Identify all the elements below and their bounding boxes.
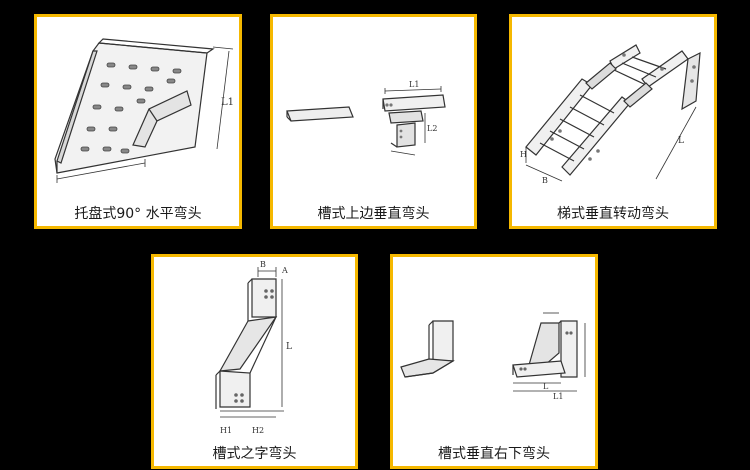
dimension-label-h2: H2 — [252, 426, 264, 435]
tray-horizontal-elbow-drawing: L1 — [54, 38, 234, 183]
ladder-vertical-rotating-elbow-drawing: H B L — [520, 44, 701, 185]
trough-zigzag-elbow-drawing: B A L H1 H2 — [215, 260, 292, 435]
dimension-label-l-zigzag: L — [286, 342, 292, 352]
dimension-label-l1: L1 — [409, 80, 419, 89]
product-card-trough-zigzag-elbow[interactable]: B A L H1 H2 槽式之字弯头 — [151, 254, 358, 469]
dimension-label-b-top: B — [260, 260, 266, 269]
trough-upper-vertical-elbow-drawing: L1 L2 — [286, 80, 446, 156]
trough-vertical-right-down-elbow-drawing: L L1 — [400, 312, 586, 401]
product-card-trough-upper-vertical-elbow[interactable]: L1 L2 槽式上边垂直弯头 — [270, 14, 477, 229]
dimension-label-h: H — [520, 150, 527, 159]
product-caption-4: 槽式之字弯头 — [212, 446, 297, 462]
dimension-label-l-ladder: L — [678, 136, 684, 146]
dimension-label-h1: H1 — [220, 426, 232, 435]
product-caption-1: 托盘式90° 水平弯头 — [74, 206, 202, 222]
product-card-ladder-vertical-rotating-elbow[interactable]: H B L 梯式垂直转动弯头 — [509, 14, 717, 229]
product-card-trough-vertical-right-down-elbow[interactable]: L L1 槽式垂直右下弯头 — [390, 254, 598, 469]
dimension-label-l: L1 — [221, 97, 234, 108]
product-caption-2: 槽式上边垂直弯头 — [317, 206, 430, 222]
dimension-label-l1-rightdown: L1 — [553, 392, 563, 401]
dimension-label-l2: L2 — [427, 124, 437, 133]
dimension-label-l-rightdown: L — [543, 382, 549, 391]
dimension-label-b: B — [542, 176, 548, 185]
product-caption-5: 槽式垂直右下弯头 — [438, 446, 550, 462]
product-caption-3: 梯式垂直转动弯头 — [557, 206, 669, 222]
dimension-label-a: A — [281, 266, 288, 275]
product-card-tray-horizontal-elbow[interactable]: L1 托盘式90° 水平弯头 — [34, 14, 242, 229]
